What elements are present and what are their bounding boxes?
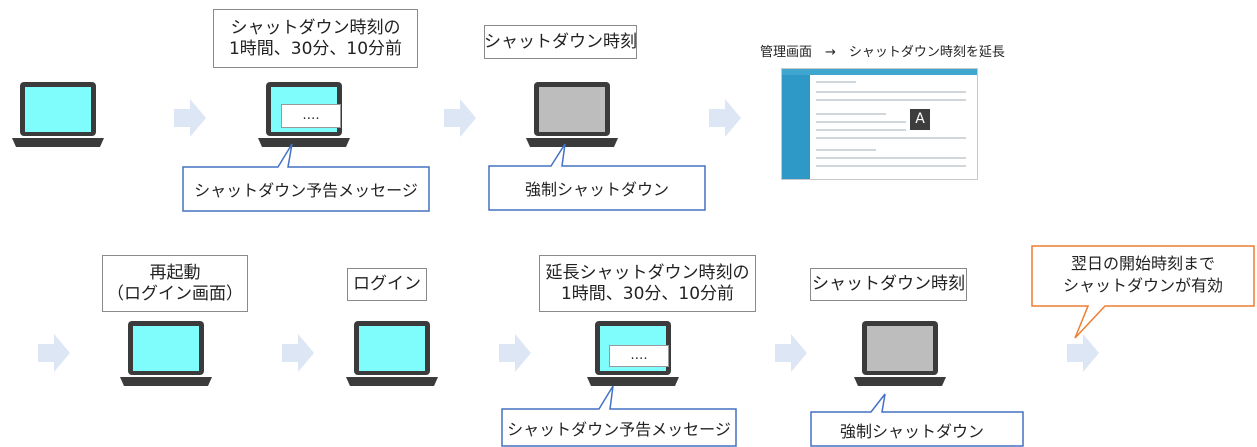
shutdown-time-label: シャットダウン時刻 <box>810 268 967 301</box>
callout-effective-text: 翌日の開始時刻まで シャットダウンが有効 <box>1062 254 1223 295</box>
callout-effective <box>1031 245 1255 339</box>
shutdown-time-label: シャットダウン時刻 <box>484 25 637 59</box>
management-screen-thumbnail: A <box>781 68 978 180</box>
laptop-icon-on <box>120 321 212 386</box>
laptop-icon-off <box>854 321 946 386</box>
right-arrow-icon <box>709 99 741 137</box>
callout-forced <box>810 393 1024 447</box>
callout-forced-text: 強制シャットダウン <box>839 422 984 441</box>
right-arrow-icon <box>38 334 70 372</box>
management-screen-caption: 管理画面 → シャットダウン時刻を延長 <box>760 45 1005 60</box>
right-arrow-icon <box>444 99 476 137</box>
right-arrow-icon <box>282 334 314 372</box>
right-arrow-icon <box>174 99 206 137</box>
warning-dialog: ‥‥ <box>281 104 341 128</box>
callout-warning <box>501 385 737 447</box>
right-arrow-icon <box>1067 334 1099 372</box>
warning-timing-label: シャットダウン時刻の 1時間、30分、10分前 <box>213 9 418 68</box>
callout-forced-text: 強制シャットダウン <box>524 180 669 199</box>
callout-warning-text: シャットダウン予告メッセージ <box>507 420 731 439</box>
callout-warning-text: シャットダウン予告メッセージ <box>194 181 418 200</box>
callout-warning <box>182 143 430 212</box>
laptop-icon-on <box>346 321 438 386</box>
right-arrow-icon <box>775 334 807 372</box>
laptop-icon-on <box>12 82 104 147</box>
restart-label: 再起動 （ログイン画面） <box>102 255 248 312</box>
laptop-icon-off <box>526 82 618 147</box>
extended-warning-timing-label: 延長シャットダウン時刻の 1時間、30分、10分前 <box>539 255 756 312</box>
login-label: ログイン <box>347 268 427 301</box>
right-arrow-icon <box>499 334 531 372</box>
thumbnail-letter-badge: A <box>910 109 930 130</box>
warning-dialog: ‥‥ <box>609 345 669 367</box>
callout-forced <box>488 143 706 211</box>
